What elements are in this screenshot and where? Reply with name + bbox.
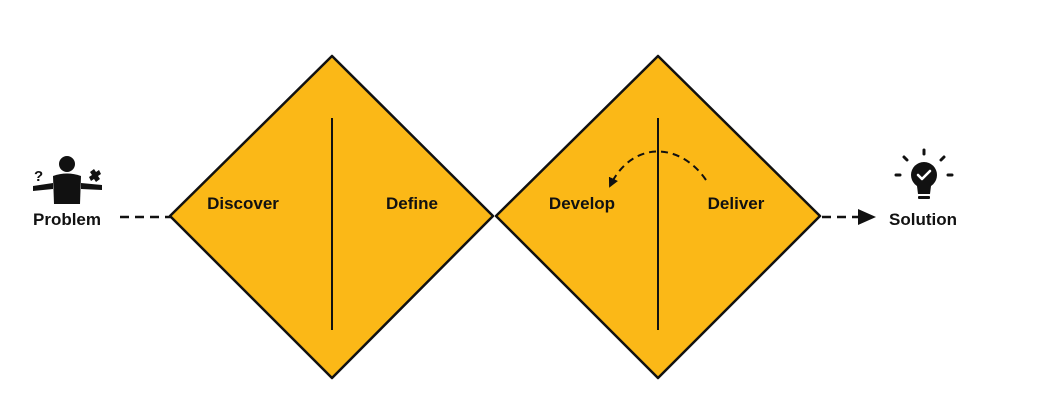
phase-develop: Develop	[549, 194, 615, 213]
phase-deliver: Deliver	[708, 194, 765, 213]
problem-icon: ?	[33, 156, 102, 204]
solution-label: Solution	[889, 210, 957, 229]
iteration-arrow	[608, 150, 707, 188]
svg-text:?: ?	[34, 168, 43, 185]
solution-arrow-head	[858, 209, 876, 225]
phase-define: Define	[386, 194, 438, 213]
problem-label: Problem	[33, 210, 101, 229]
solution-icon	[894, 148, 954, 199]
phase-discover: Discover	[207, 194, 279, 213]
